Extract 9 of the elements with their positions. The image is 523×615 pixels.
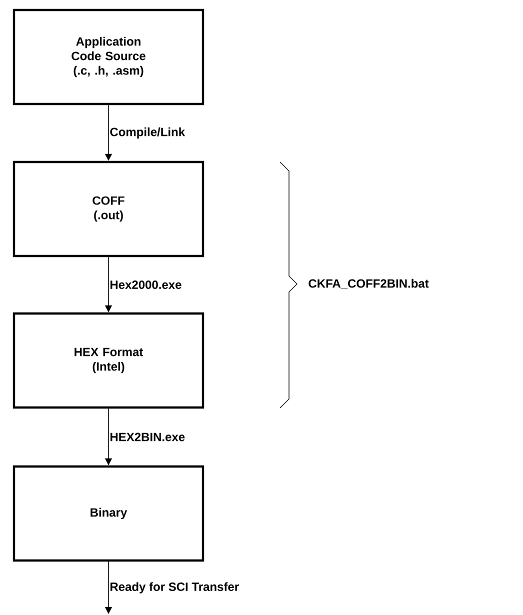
process-box: HEX Format (Intel) xyxy=(12,312,204,409)
process-box: Application Code Source (.c, .h, .asm) xyxy=(12,8,204,106)
edge-label: Hex2000.exe xyxy=(110,280,182,289)
edge-label: HEX2BIN.exe xyxy=(110,432,185,442)
label: CKFA_COFF2BIN.bat xyxy=(308,278,429,290)
process-box: COFF (.out) xyxy=(12,160,204,258)
edge-label: Ready for SCI Transfer xyxy=(110,582,239,594)
edge-label: Compile/Link xyxy=(110,127,186,139)
process-box: Binary xyxy=(12,465,204,562)
